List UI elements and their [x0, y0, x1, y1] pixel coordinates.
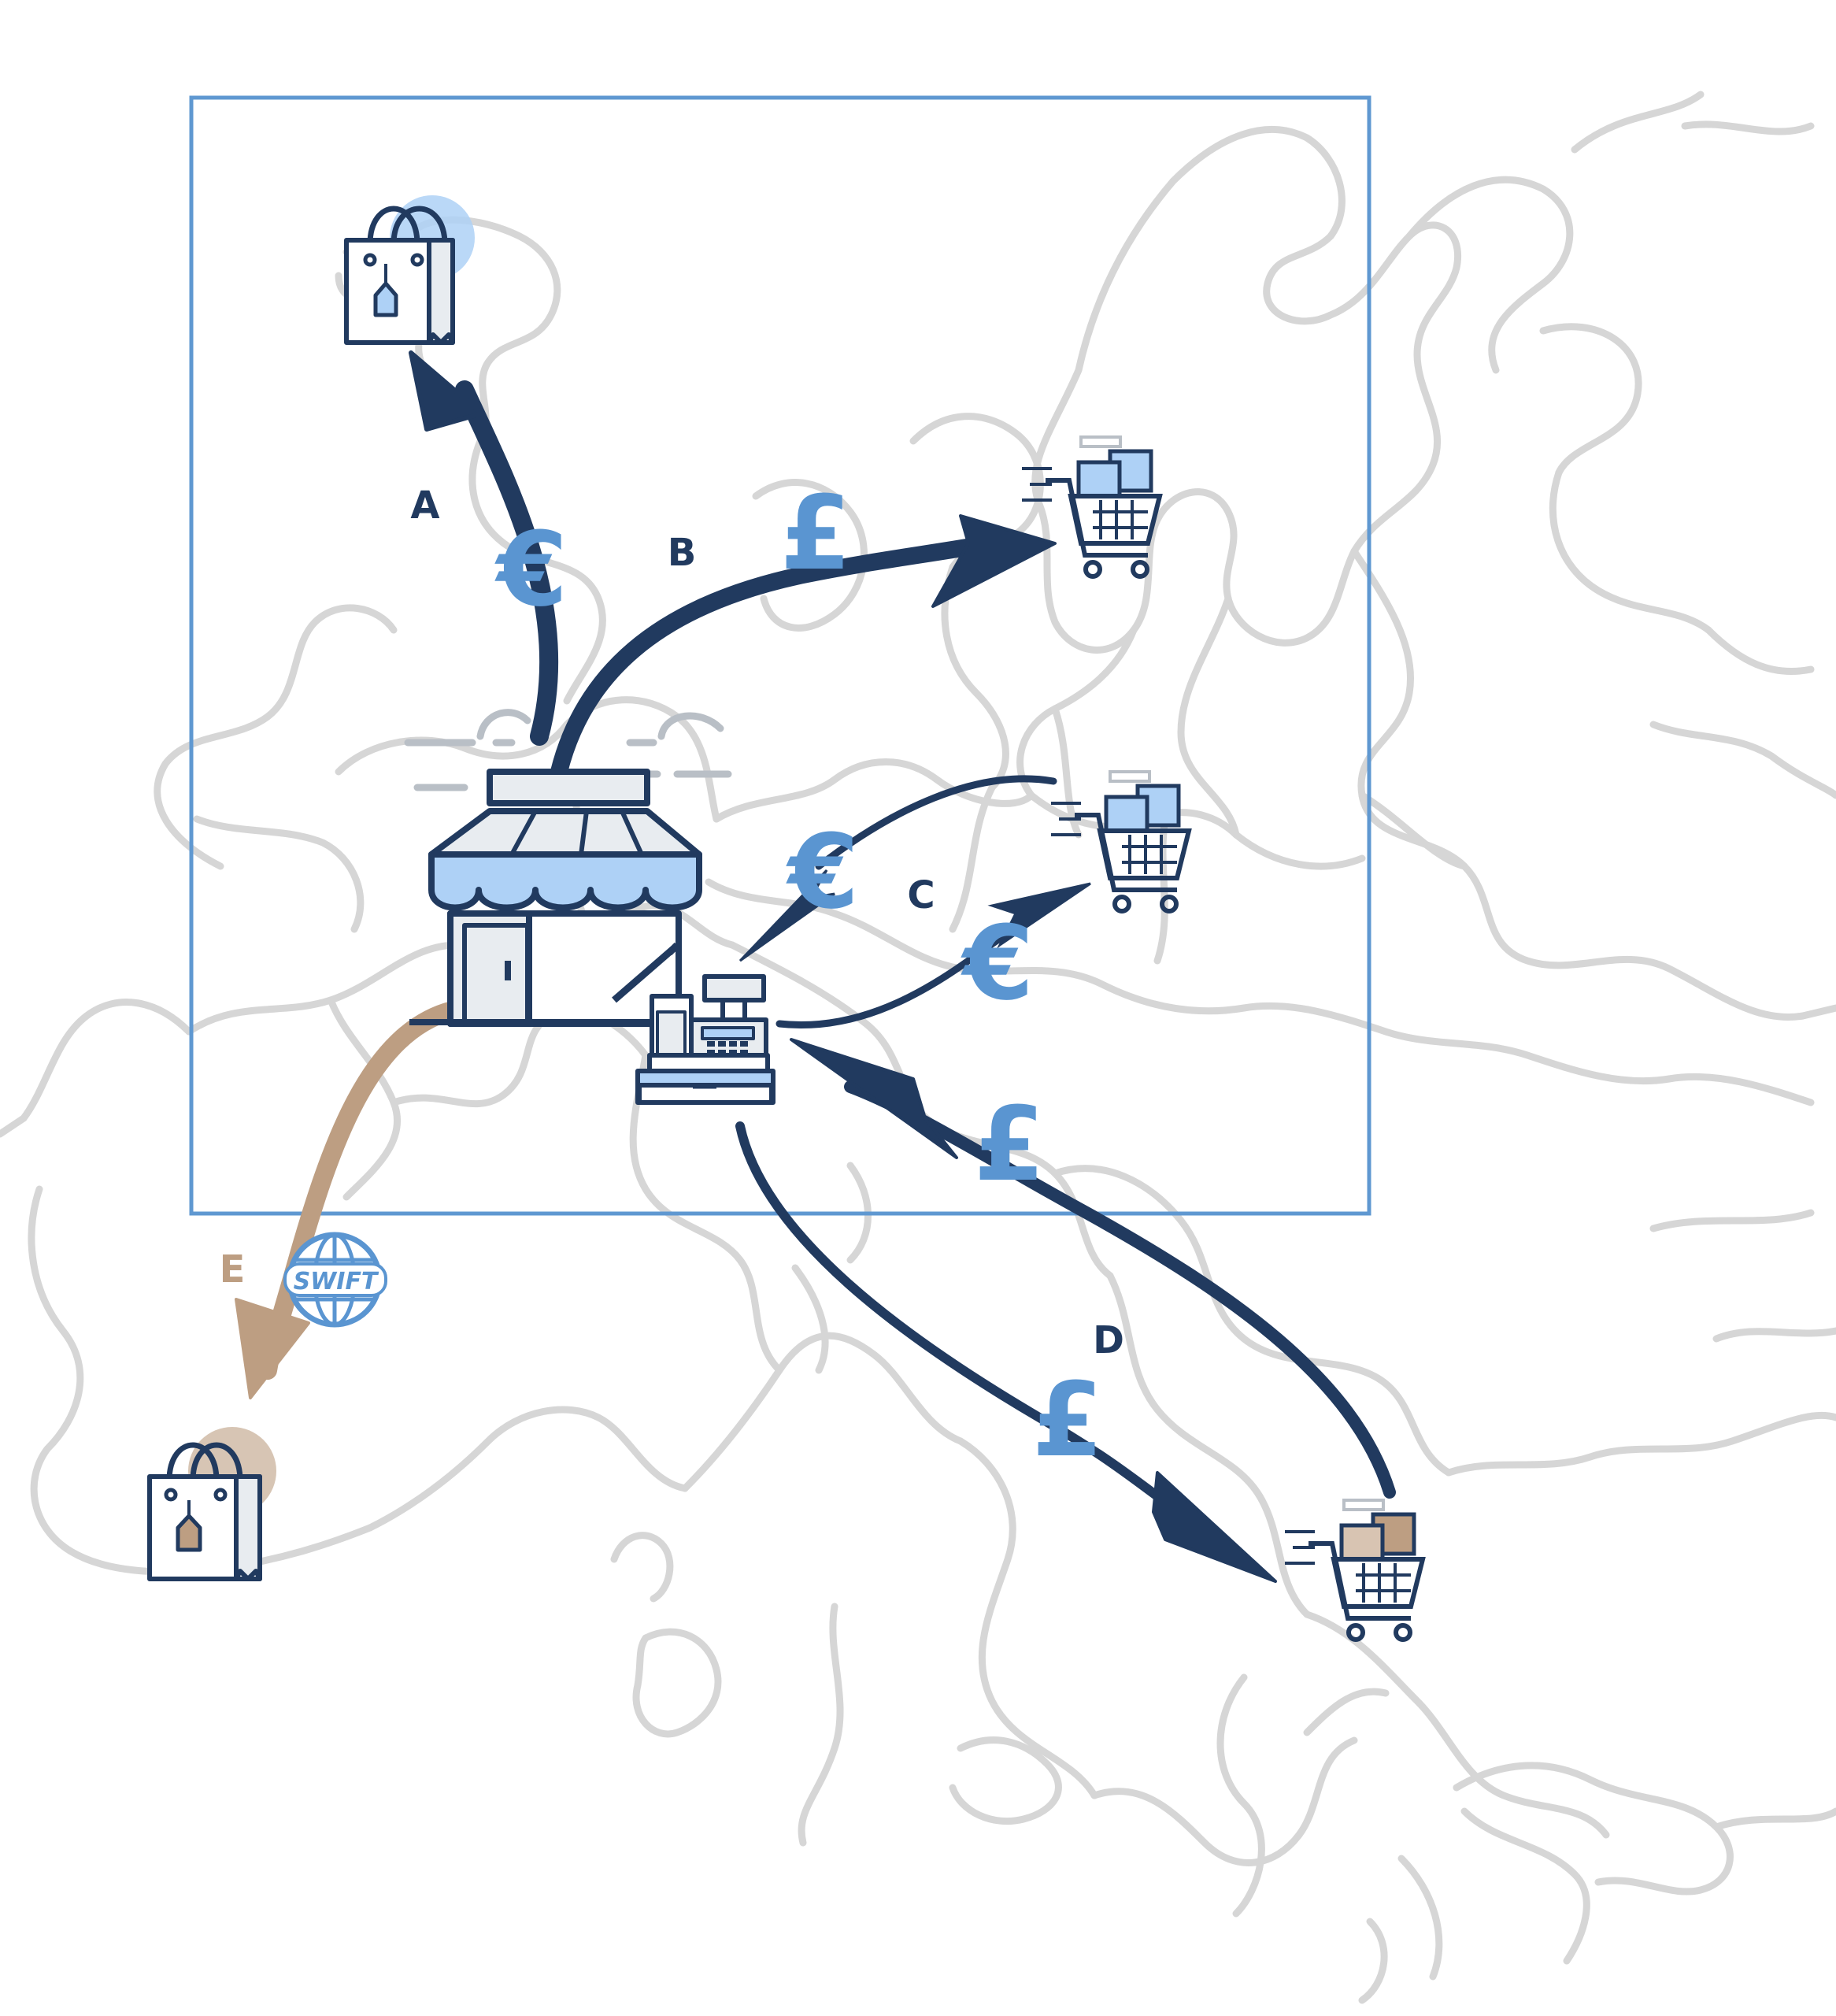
flow-c-currency-in: €: [786, 812, 859, 932]
store-icon: [404, 709, 732, 1027]
flow-c-arrows: [738, 775, 1091, 1029]
flow-e-label: E: [220, 1247, 246, 1292]
flow-a-arrow: [409, 350, 559, 746]
flow-d-label: D: [1093, 1318, 1124, 1362]
flow-c-currency-out: €: [961, 903, 1034, 1023]
europe-map-outline: [0, 91, 1836, 2004]
shopping-cart-icon-d: [1285, 1499, 1423, 1640]
shopping-bag-icon-foreign: [147, 1427, 276, 1581]
shopping-bag-icon: [344, 195, 475, 345]
flow-e-arrow: [235, 1001, 462, 1399]
globe-icon: SWIFT: [283, 1232, 387, 1328]
flow-a-currency: €: [494, 510, 568, 629]
flow-d-arrows: [735, 1038, 1396, 1583]
flow-d-currency-out: £: [1032, 1360, 1103, 1480]
flow-c-label: C: [907, 873, 935, 917]
cash-register-icon: [612, 942, 775, 1105]
flow-b-arrow: [550, 514, 1057, 780]
flow-b-currency: £: [780, 473, 851, 593]
shopping-cart-icon-c: [1051, 770, 1189, 911]
flow-b-label: B: [668, 531, 697, 575]
flow-d-currency-in: £: [974, 1084, 1045, 1204]
shopping-cart-icon-b: [1022, 435, 1160, 576]
swift-label: SWIFT: [294, 1268, 379, 1295]
flow-a-label: A: [410, 484, 439, 528]
